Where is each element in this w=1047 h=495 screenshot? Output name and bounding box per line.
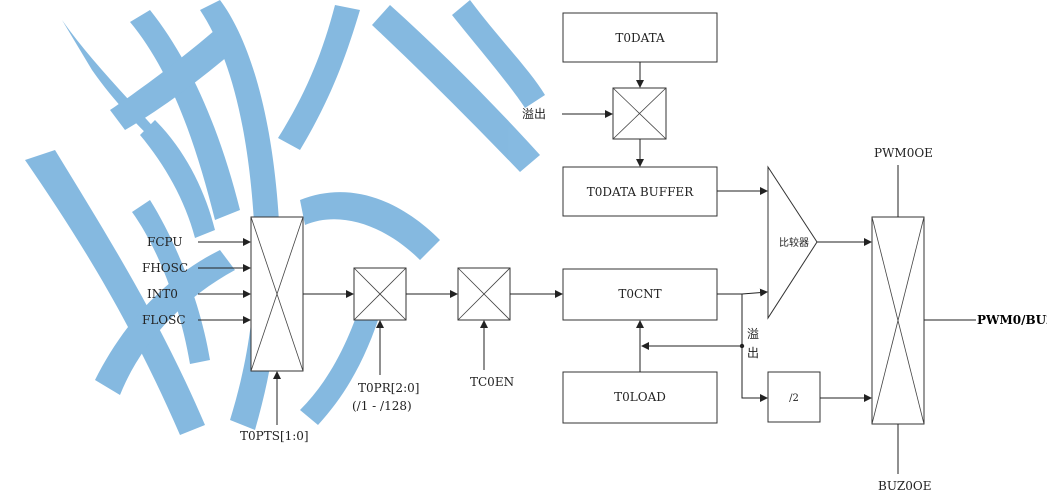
output-label: PWM0/BUZ0: [977, 313, 1047, 327]
output-mux: [871, 216, 925, 425]
input-int0: INT0: [147, 287, 178, 301]
clock-select-mux: [250, 216, 304, 372]
topr-range-label: (/1 - /128): [352, 399, 412, 413]
todata-label: T0DATA: [615, 31, 665, 45]
toload-block: T0LOAD: [562, 371, 718, 424]
watermark-stroke: [140, 120, 215, 238]
input-fcpu: FCPU: [147, 235, 182, 249]
clock-inputs: FCPU FHOSC INT0 FLOSC: [142, 235, 251, 327]
prescaler-block: [353, 267, 407, 321]
watermark-stroke: [452, 0, 545, 108]
watermark-stroke: [278, 5, 360, 150]
overflow-label-side-2: 出: [747, 346, 759, 360]
watermark-stroke: [300, 290, 385, 425]
tocnt-block: T0CNT: [562, 268, 718, 321]
pwmooe-label: PWM0OE: [874, 146, 933, 160]
overflow-label-side-1: 溢: [747, 327, 759, 341]
input-flosc: FLOSC: [142, 313, 186, 327]
buzooe-label: BUZ0OE: [878, 479, 932, 493]
watermark-stroke: [300, 192, 440, 260]
todata-buffer-block: T0DATA BUFFER: [562, 166, 718, 217]
todata-buffer-label: T0DATA BUFFER: [587, 185, 694, 199]
tocnt-label: T0CNT: [618, 287, 661, 301]
div2-label: /2: [789, 393, 799, 404]
tcoen-label: TC0EN: [470, 375, 514, 389]
watermark-stroke: [132, 200, 210, 364]
divide-by-two-block: /2: [767, 371, 821, 423]
reload-mux: [612, 87, 667, 140]
topr-label: T0PR[2:0]: [358, 381, 419, 395]
toload-label: T0LOAD: [614, 390, 666, 404]
watermark-stroke: [372, 5, 540, 172]
watermark-stroke: [130, 10, 240, 220]
watermark-stroke: [95, 250, 235, 395]
topts-label: T0PTS[1:0]: [240, 429, 309, 443]
enable-gate: [457, 267, 511, 321]
comparator-block: 比较器: [767, 165, 818, 320]
input-fhosc: FHOSC: [142, 261, 188, 275]
comparator-label: 比较器: [779, 236, 809, 249]
watermark-logo: [25, 0, 545, 435]
overflow-label-top: 溢出: [522, 107, 546, 121]
todata-block: T0DATA: [562, 12, 718, 63]
watermark-stroke: [110, 30, 235, 130]
watermark-stroke: [25, 150, 205, 435]
